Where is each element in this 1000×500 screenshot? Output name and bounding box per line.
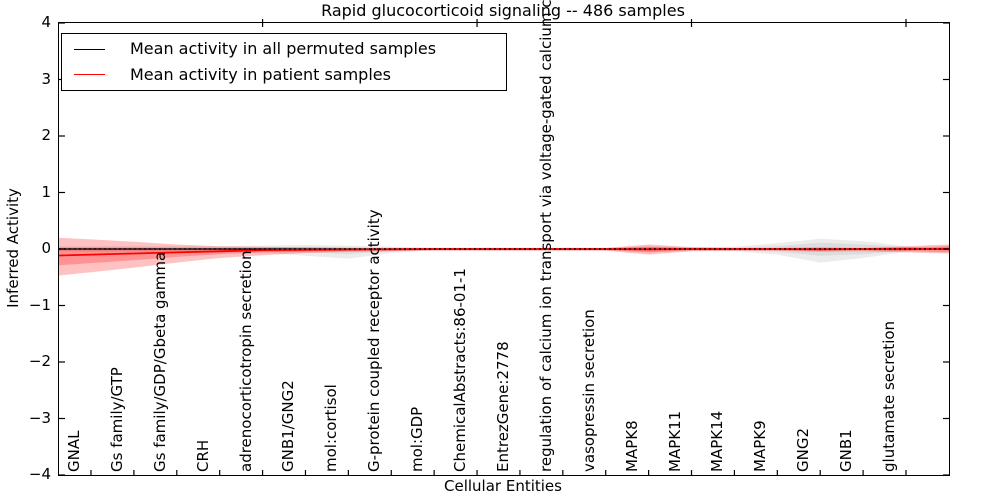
mean-line-patient — [58, 248, 949, 257]
y-tick-label: 4 — [41, 13, 51, 31]
y-tick-label: 2 — [41, 126, 51, 144]
plot-area — [58, 19, 950, 476]
red-line-sample-icon — [74, 74, 105, 76]
x-tick-label: regulation of calcium ion transport via … — [536, 0, 555, 472]
legend-entry-patient: Mean activity in patient samples — [62, 65, 506, 85]
x-tick-label: GNAL — [65, 430, 83, 472]
x-tick-label: MAPK9 — [751, 420, 770, 472]
chart-canvas — [58, 19, 949, 476]
patient-samples-outer-band — [59, 237, 949, 276]
black-line-sample-icon — [74, 48, 105, 50]
x-tick-label: CRH — [193, 439, 212, 472]
legend-label-permuted: Mean activity in all permuted samples — [130, 39, 437, 59]
y-tick-label: −4 — [28, 465, 51, 483]
x-tick-label: mol:cortisol — [322, 384, 341, 472]
x-tick-label: mol:GDP — [408, 406, 427, 472]
chart-title: Rapid glucocorticoid signaling -- 486 sa… — [321, 1, 685, 20]
x-tick-label: GNB1 — [837, 429, 856, 472]
x-tick-label: Gs family/GTP — [107, 367, 126, 472]
x-tick-label: GNG2 — [794, 427, 813, 472]
x-tick-label: MAPK11 — [665, 410, 684, 472]
patient-samples-inner-band — [59, 246, 949, 266]
y-tick-label: −1 — [28, 295, 51, 314]
x-tick-label: GNB1/GNG2 — [279, 380, 298, 472]
x-tick-label: MAPK8 — [622, 420, 641, 472]
y-tick-label: −3 — [28, 408, 51, 427]
x-tick-label: adrenocorticotropin secretion — [236, 250, 255, 472]
x-tick-label: G-protein coupled receptor activity — [365, 209, 384, 472]
x-tick-label: vasopressin secretion — [579, 309, 598, 472]
x-tick-label: MAPK14 — [708, 410, 727, 472]
legend: Mean activity in all permuted samples Me… — [61, 33, 507, 91]
legend-entry-permuted: Mean activity in all permuted samples — [62, 39, 506, 59]
x-tick-label: EntrezGene:2778 — [493, 341, 512, 472]
x-tick-label: glutamate secretion — [879, 320, 898, 472]
x-tick-label: Gs family/GDP/Gbeta gamma — [150, 251, 169, 472]
legend-label-patient: Mean activity in patient samples — [130, 64, 391, 84]
y-tick-label: 0 — [41, 239, 51, 257]
x-axis-label: Cellular Entities — [444, 477, 562, 495]
y-tick-label: 3 — [41, 69, 51, 88]
y-tick-label: −2 — [28, 352, 51, 370]
y-tick-label: 1 — [41, 182, 51, 201]
x-tick-label: ChemicalAbstracts:86-01-1 — [451, 268, 470, 472]
